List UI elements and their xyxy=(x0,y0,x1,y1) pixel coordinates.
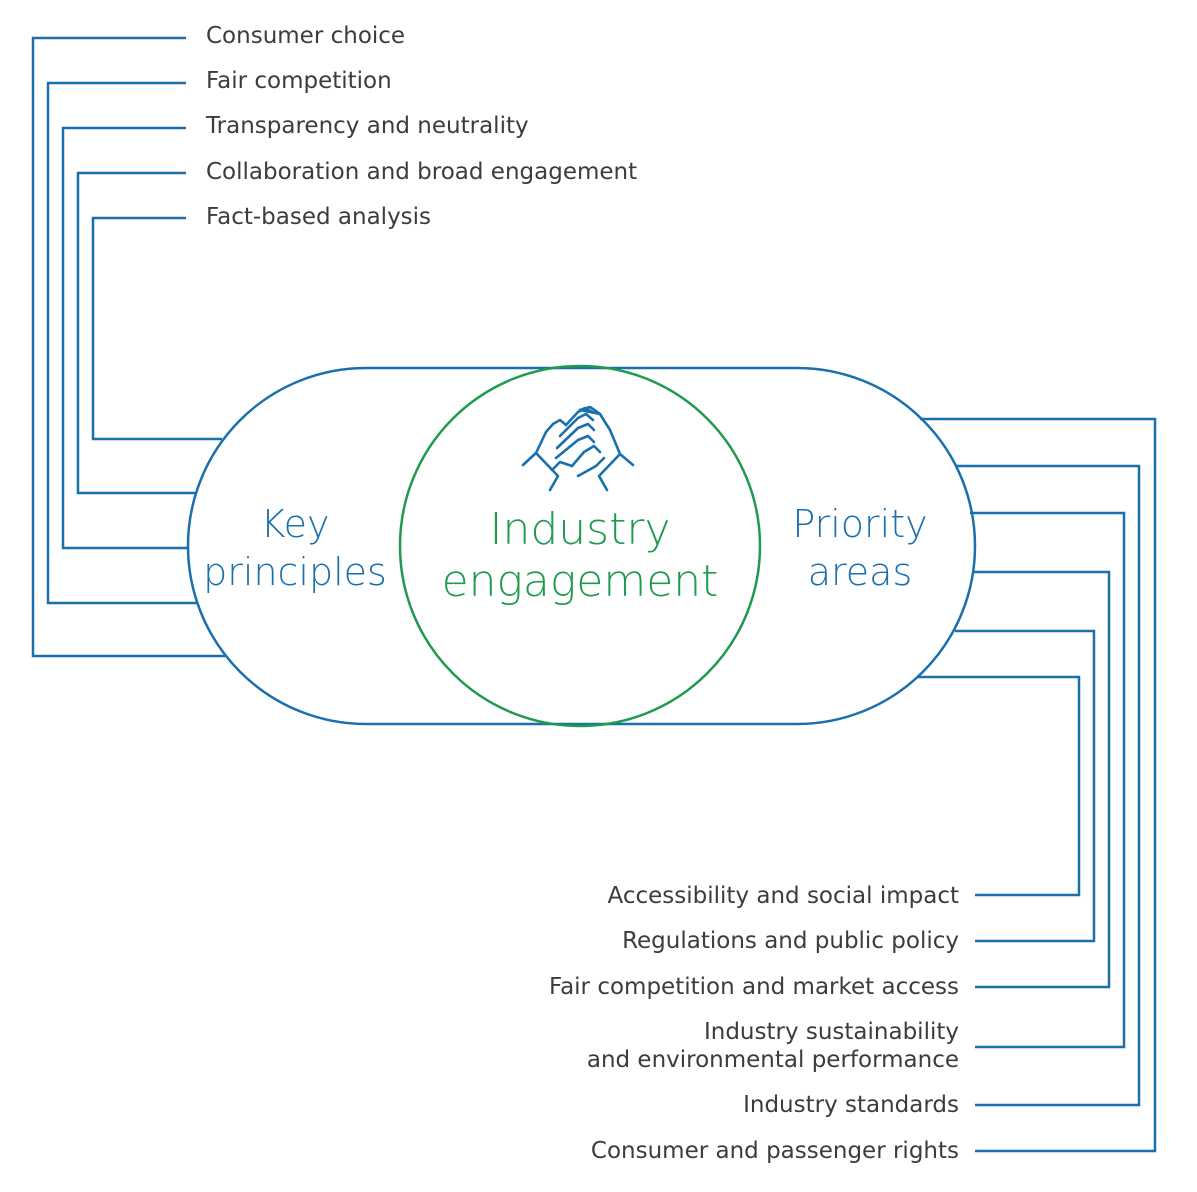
connector-sustainability xyxy=(970,511,1126,1049)
key-principles-title-line1: Key xyxy=(260,502,330,546)
connector-consumer-rights xyxy=(920,417,1157,1153)
key-principle-fact-based: Fact-based analysis xyxy=(206,204,432,230)
priority-area-consumer-rights: Consumer and passenger rights xyxy=(590,1138,959,1164)
key-principle-transparency: Transparency and neutrality xyxy=(206,113,529,139)
priority-area-fair-competition: Fair competition and market access xyxy=(548,974,959,1000)
key-principle-collaboration: Collaboration and broad engagement xyxy=(206,159,638,185)
key-principle-fair-competition: Fair competition xyxy=(206,68,392,94)
priority-areas-title-line2: areas xyxy=(807,550,913,594)
connector-fact-based xyxy=(91,216,222,441)
key-principles-title-line2: principles xyxy=(203,550,387,594)
connector-fair-competition xyxy=(46,81,197,605)
connector-consumer-choice xyxy=(31,36,225,658)
industry-engagement-title-line1: Industry xyxy=(489,504,671,555)
priority-area-accessibility: Accessibility and social impact xyxy=(607,883,959,909)
connector-industry-standards xyxy=(956,464,1141,1107)
connector-transparency xyxy=(61,126,188,550)
key-principles-title: Key principles xyxy=(195,500,395,596)
priority-area-regulations: Regulations and public policy xyxy=(622,928,959,954)
connector-fair-competition-market xyxy=(972,570,1111,989)
industry-engagement-title: Industry engagement xyxy=(410,504,750,608)
priority-areas-title-line1: Priority xyxy=(792,502,928,546)
key-principle-consumer-choice: Consumer choice xyxy=(206,23,406,49)
key-principles-connectors xyxy=(31,36,225,658)
handshake-icon xyxy=(521,405,635,492)
center-circle xyxy=(398,364,762,728)
priority-areas-connectors xyxy=(918,417,1157,1153)
priority-areas-title: Priority areas xyxy=(760,500,960,596)
connector-accessibility xyxy=(918,675,1081,897)
industry-engagement-title-line2: engagement xyxy=(441,556,719,607)
priority-area-sustainability: Industry sustainability and environmenta… xyxy=(586,1019,959,1073)
connector-collaboration xyxy=(76,171,195,495)
priority-area-industry-standards: Industry standards xyxy=(743,1092,959,1118)
outer-stadium-shape xyxy=(186,366,977,726)
connector-regulations xyxy=(955,629,1096,943)
